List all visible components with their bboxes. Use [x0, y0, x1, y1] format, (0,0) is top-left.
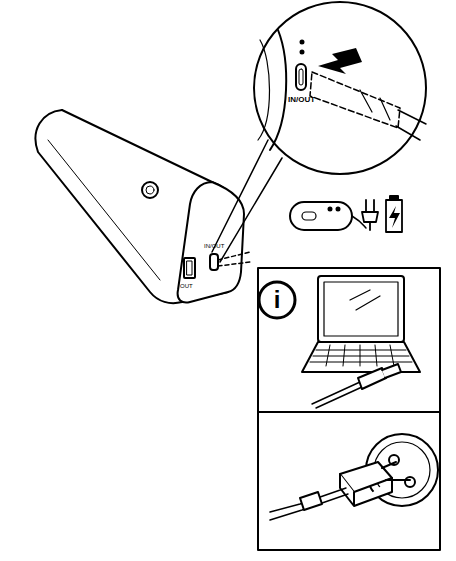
charge-icon	[290, 196, 402, 232]
info-panel	[258, 268, 440, 550]
info-symbol: i	[274, 288, 281, 312]
port-label: IN/OUT	[288, 96, 315, 104]
zoom-circle	[254, 2, 426, 174]
power-bank	[35, 110, 250, 303]
port-label: OUT	[180, 283, 193, 289]
port-label: IN/OUT	[204, 243, 224, 249]
